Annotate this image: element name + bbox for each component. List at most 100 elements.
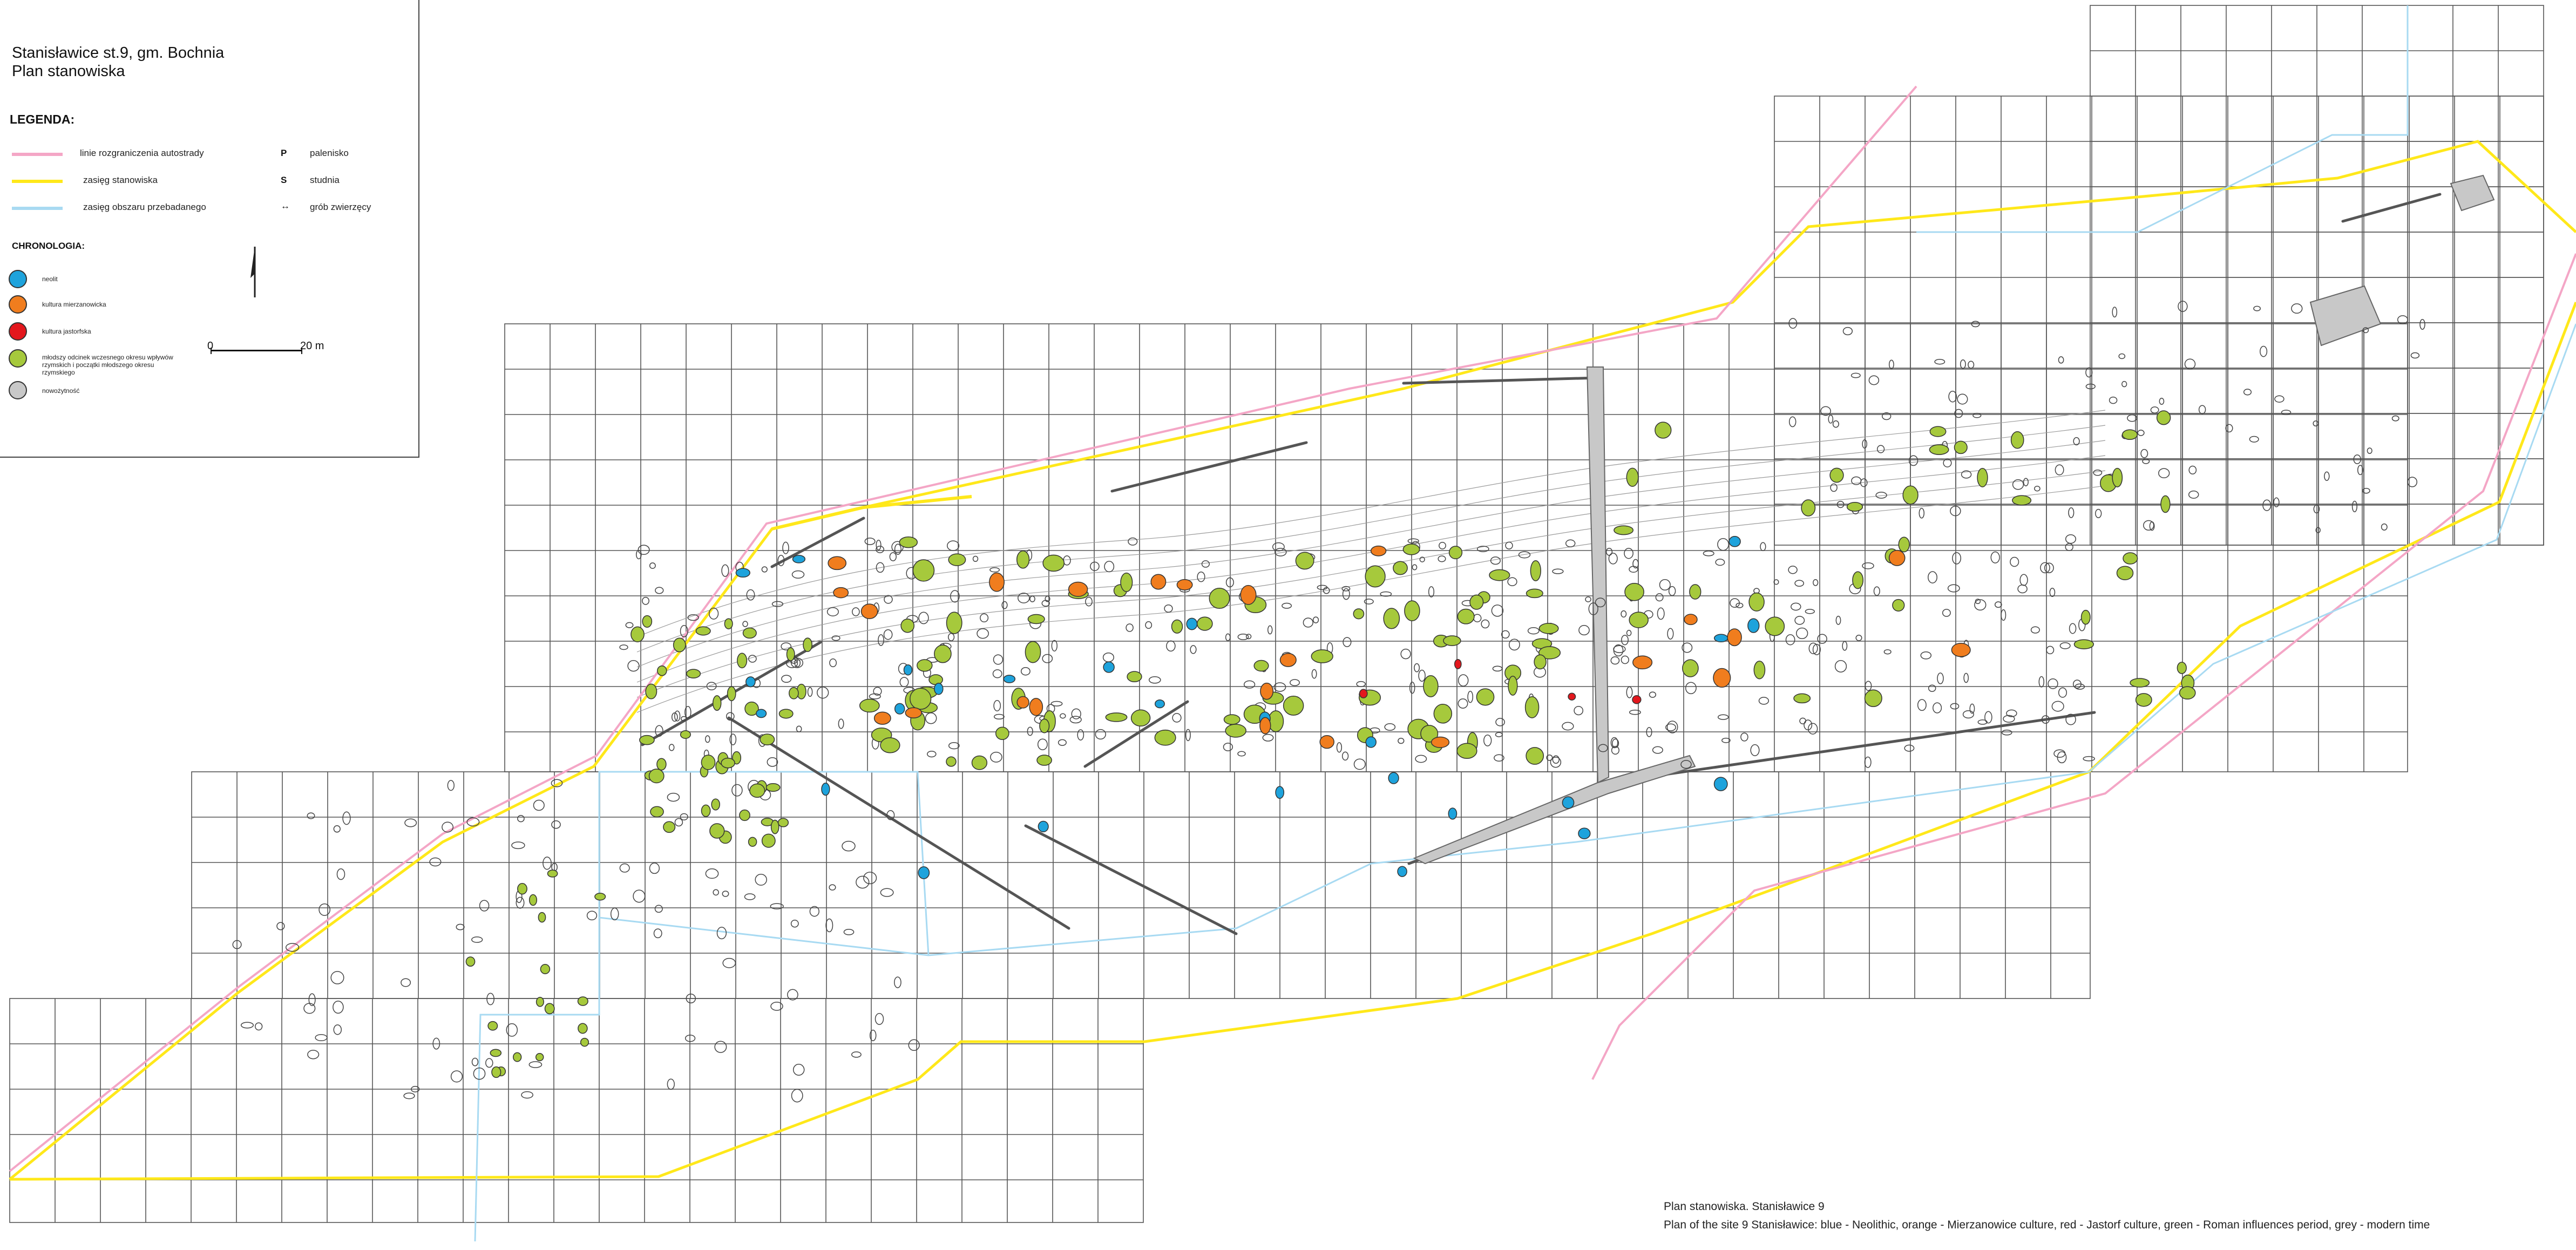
roman-feature [1689,584,1701,600]
mierzanowice-feature [1632,655,1653,670]
roman-feature [1016,550,1030,569]
roman-feature [594,893,606,901]
pit-outline [687,614,699,621]
pit-outline [1703,551,1714,556]
roman-feature [1538,646,1561,660]
pit-outline [1788,318,1798,329]
pit-outline [1588,602,1598,615]
pit-outline [2188,465,2197,475]
pit-outline [742,621,748,627]
pit-outline [404,818,417,827]
pit-outline [1272,542,1285,552]
pit-outline [1415,755,1427,763]
roman-feature [1929,444,1949,455]
pit-outline [1834,660,1847,672]
neolithic-label: neolit [42,275,58,283]
pit-outline [674,710,681,722]
pit-outline [667,792,680,802]
pit-outline [2391,415,2399,422]
roman-feature [648,769,665,784]
pit-outline [826,607,839,616]
pit-outline [2017,584,2028,594]
pit-outline [506,1023,518,1037]
pit-outline [1975,599,1981,604]
pit-outline [2085,383,2096,390]
roman-feature [1402,544,1420,555]
pit-outline [2058,356,2064,364]
pit-outline [1018,593,1030,603]
pit-outline [927,750,937,758]
pit-outline [886,810,895,820]
pit-outline [2118,353,2126,359]
hearth-label: palenisko [310,148,349,158]
map-subtitle: Plan stanowiska [12,63,125,80]
pit-outline [2055,464,2064,475]
pit-outline [2065,714,2076,725]
mierzanowice-feature [1260,682,1274,700]
excavated-area-outline [598,771,930,956]
pit-outline [511,841,525,850]
pit-outline [876,539,882,551]
pit-outline [1104,561,1115,573]
pit-outline [2046,646,2055,655]
mierzanowice-feature [1029,698,1043,716]
pit-outline [1649,691,1657,698]
neolithic-feature [756,709,767,718]
pit-outline [1850,372,1861,378]
pit-outline [731,784,743,797]
pit-outline [2362,487,2370,494]
caption-polish: Plan stanowiska. Stanisławice 9 [1664,1200,1825,1213]
pit-outline [1398,737,1405,744]
pit-outline [869,693,881,699]
pit-outline [255,1022,263,1031]
scale-label-start: 0 [207,340,214,352]
pit-outline [2407,477,2418,487]
pit-outline [2093,470,2103,476]
trench-line [2341,193,2442,223]
roman-feature [631,626,645,642]
pit-outline [684,706,692,719]
pit-outline [2048,678,2058,689]
pit-outline [1960,359,1966,369]
pit-outline [649,562,656,569]
pit-outline [1760,542,1766,552]
roman-feature [1524,696,1540,718]
legend-panel: Stanisławice st.9, gm. Bochnia Plan stan… [0,0,419,458]
roman-feature [724,618,733,629]
neolithic-feature [1155,699,1165,709]
pit-outline [315,1034,328,1042]
pit-outline [1085,596,1093,607]
mierzanowice-feature [1068,581,1088,597]
pit-outline [1492,665,1503,672]
grid-block [9,998,1144,1223]
roman-feature [701,755,716,770]
pit-outline [2112,307,2118,318]
roman-feature [917,659,933,672]
modern-label: nowożytność [42,387,80,395]
pit-outline [777,554,785,567]
pit-outline [429,857,442,867]
pit-outline [2410,352,2420,359]
pit-outline [1225,633,1231,641]
pit-outline [2140,449,2148,458]
pit-outline [1968,361,1975,369]
pit-outline [864,538,876,545]
pit-outline [1145,621,1153,629]
pit-outline [1172,713,1182,723]
pit-outline [2109,396,2118,404]
pit-outline [642,596,649,605]
pit-outline [722,957,736,968]
contour-line [636,425,2106,653]
pit-outline [1758,697,1770,705]
pit-outline [2072,680,2082,689]
pit-outline [748,655,757,663]
roman-feature [538,912,546,923]
pit-outline [2049,588,2056,597]
roman-feature [778,709,794,719]
pit-outline [2006,709,2017,717]
pit-outline [1273,682,1286,692]
pit-outline [1715,559,1725,566]
pit-outline [1984,711,1992,724]
pit-outline [586,911,598,921]
